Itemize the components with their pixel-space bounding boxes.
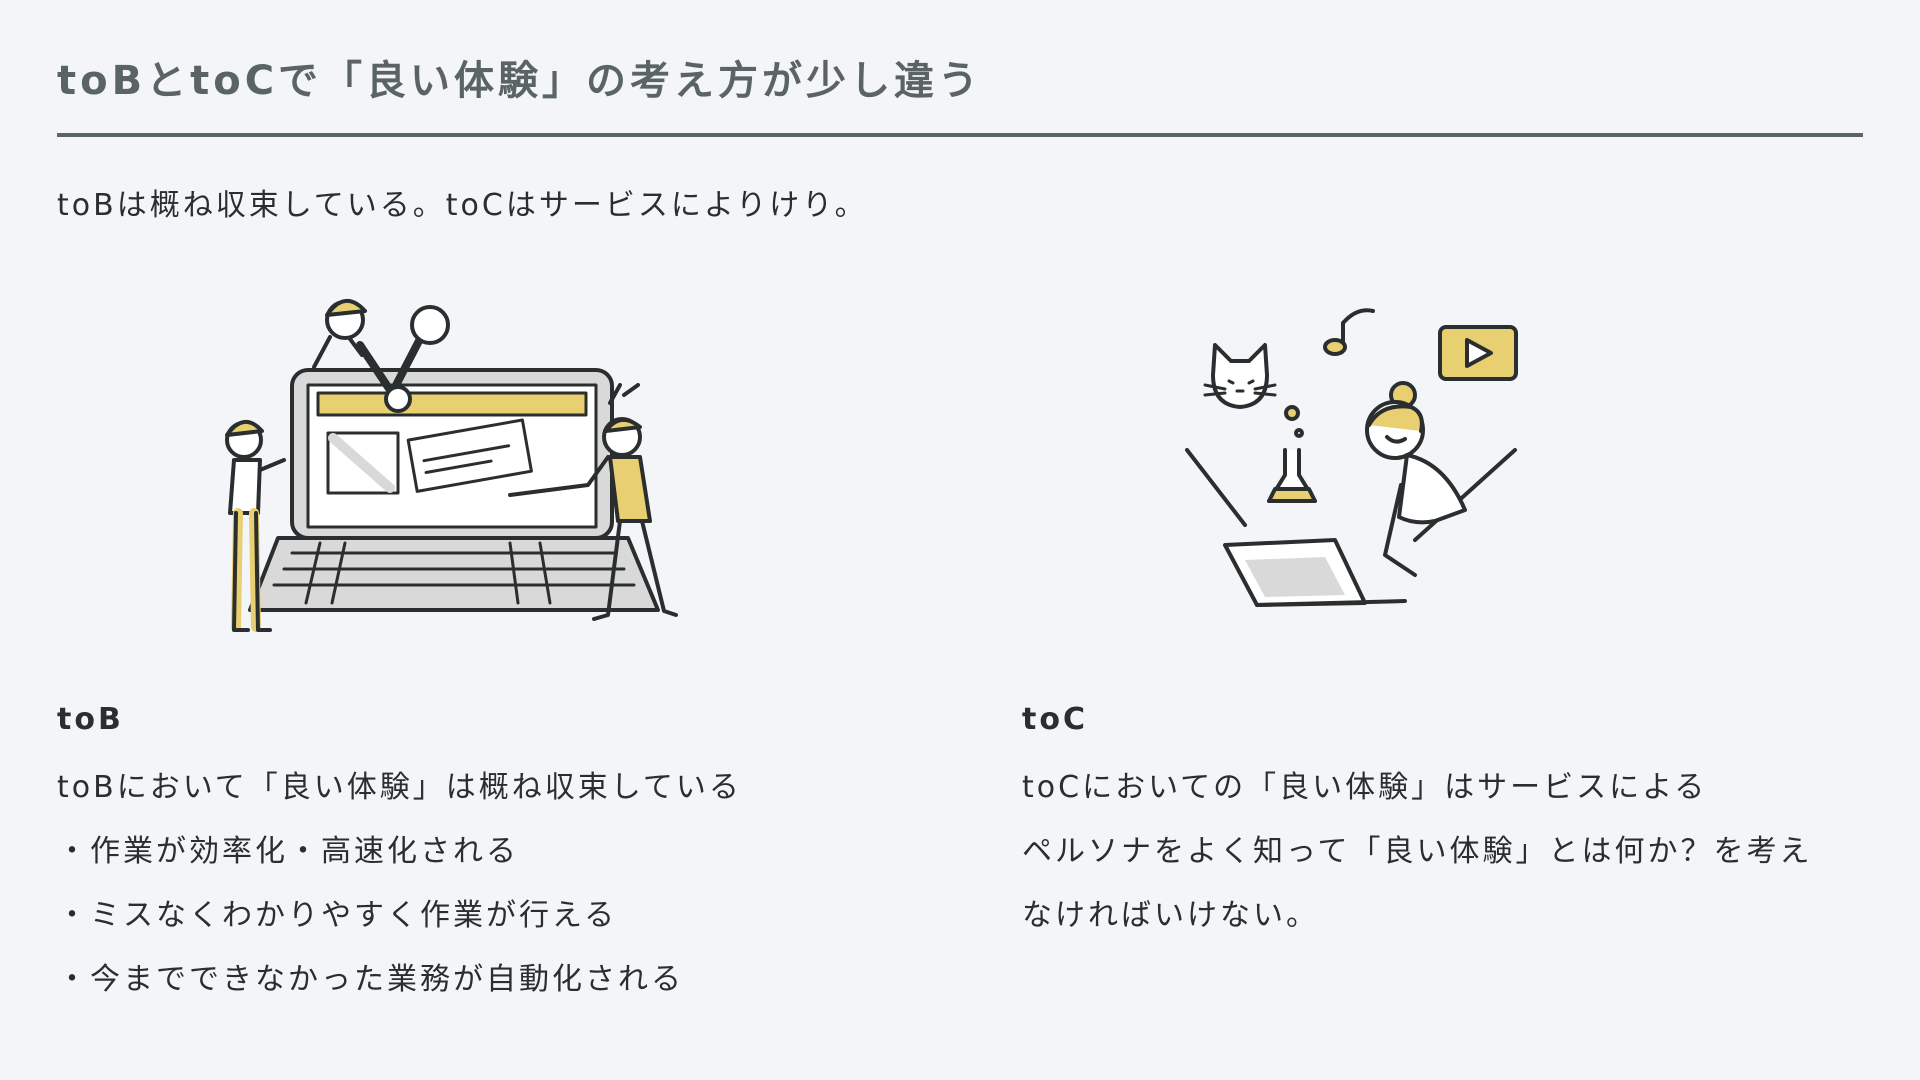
slide-title: toBとtoCで「良い体験」の考え方が少し違う <box>57 58 983 104</box>
toc-heading: toC <box>1022 702 1088 737</box>
toc-line: なければいけない。 <box>1022 898 1319 933</box>
toc-column: toC toCにおいての「良い体験」はサービスによる ペルソナをよく知って「良い… <box>1022 700 1882 948</box>
tob-bullet: ・ミスなくわかりやすく作業が行える <box>57 898 618 933</box>
slide-subtitle: toBは概ね収束している。toCはサービスによりけり。 <box>57 188 868 223</box>
toc-line: ペルソナをよく知って「良い体験」とは何か？を考え <box>1022 834 1813 869</box>
tob-column: toB toBにおいて「良い体験」は概ね収束している ・作業が効率化・高速化され… <box>57 700 957 1012</box>
tob-bullet: ・今までできなかった業務が自動化される <box>57 962 684 997</box>
tob-bullet: ・作業が効率化・高速化される <box>57 834 519 869</box>
person-using-laptop-illustration-icon <box>1185 308 1518 607</box>
title-divider <box>57 133 1863 137</box>
toc-line: toCにおいての「良い体験」はサービスによる <box>1022 770 1708 805</box>
tob-heading: toB <box>57 702 124 737</box>
tob-line: toBにおいて「良い体験」は概ね収束している <box>57 770 742 805</box>
laptop-repair-team-illustration-icon <box>225 299 678 632</box>
